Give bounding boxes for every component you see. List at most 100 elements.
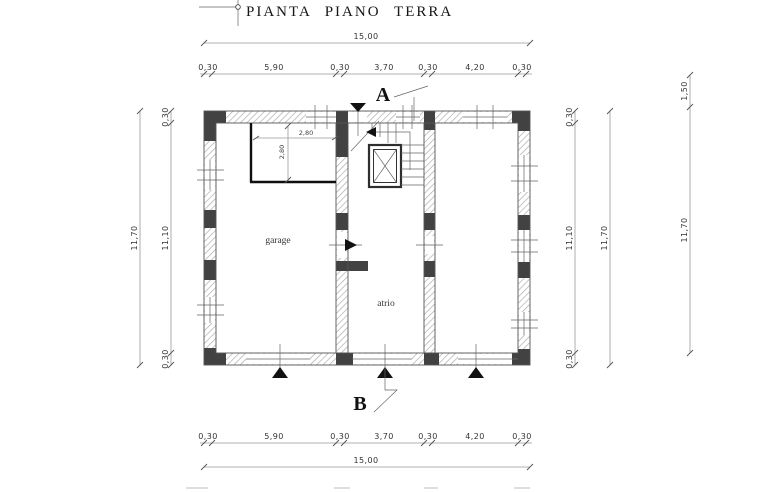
dim-label-left-seg-0: 0,30: [161, 107, 170, 126]
stair-break-line: [350, 120, 380, 152]
dim-label-far-right-total: 11,70: [680, 218, 689, 243]
dim-label-left-total: 11,70: [130, 226, 139, 251]
dim-label-right-total: 11,70: [600, 226, 609, 251]
wall-pillars: [204, 111, 530, 365]
partition1-outline: [335, 122, 349, 354]
dim-label-top-total: 15,00: [354, 32, 379, 41]
pillar-block: [424, 261, 435, 277]
dim-label-left-seg-2: 0,30: [161, 349, 170, 368]
dim-label-right-seg-1: 11,10: [565, 226, 574, 251]
pillar-block: [336, 213, 348, 230]
drawing-title: PIANTA PIANO TERRA: [246, 4, 453, 20]
ticks-left-inner: [167, 107, 175, 369]
dim-label-top-seg-2: 0,30: [330, 63, 349, 72]
dim-label-bottom-seg-0: 0,30: [198, 432, 217, 441]
elevator: [367, 143, 403, 189]
door-swing-arrow: [345, 239, 357, 251]
section-leader-B: [373, 368, 398, 413]
pillar-block: [336, 353, 353, 365]
pillar-block: [204, 260, 216, 280]
stair-direction-arrow: [366, 127, 376, 137]
dim-label-top-seg-0: 0,30: [198, 63, 217, 72]
dimension-left-outer: 11,70: [130, 107, 144, 369]
datum-circle: [235, 4, 241, 10]
dim-label-top-seg-3: 3,70: [374, 63, 393, 72]
section-letter-B: B: [353, 393, 366, 415]
pillar-block: [204, 210, 216, 228]
pillar-block: [204, 111, 226, 123]
ticks-right-inner: [571, 107, 579, 369]
ticks-bottom-segments: [200, 439, 530, 447]
datum-symbol: [199, 0, 239, 26]
elevator-shaft-inner: [373, 149, 397, 183]
dim-label-top-seg-5: 4,20: [465, 63, 484, 72]
stair-treads-upper-flight: [371, 123, 397, 143]
closet-depth-ticks: [284, 122, 292, 184]
dim-label-bottom-total: 15,00: [354, 456, 379, 465]
room-label-atrio: atrio: [377, 299, 395, 309]
closet-width-dim: 2,80: [299, 129, 313, 137]
dim-label-left-seg-1: 11,10: [161, 226, 170, 251]
dim-label-bottom-seg-1: 5,90: [264, 432, 283, 441]
entrance-arrow-bottom-1: [272, 367, 288, 378]
inner-wall-outline: [215, 122, 519, 354]
pillar-block: [424, 213, 435, 230]
stairs: [350, 120, 424, 186]
dimension-right-outer: 11,70: [600, 107, 614, 369]
dim-label-bottom-seg-6: 0,30: [512, 432, 531, 441]
pillar-block: [204, 123, 216, 141]
ticks-right-outer: [606, 107, 614, 369]
pillar-block: [424, 111, 435, 130]
room-label-garage: garage: [265, 236, 290, 246]
dim-label-top-seg-1: 5,90: [264, 63, 283, 72]
window-sill-ticks: [197, 105, 538, 329]
ticks-left-outer: [136, 107, 144, 369]
dimension-right-inner: 0,30 11,10 0,30: [565, 107, 579, 369]
wall-outlines: [203, 110, 531, 366]
dimension-top-total: 15,00: [200, 32, 534, 47]
entrance-gap-top: [348, 111, 367, 123]
pillar-block: [512, 353, 530, 365]
ticks-bottom-total: [200, 463, 534, 471]
dimension-top-segments: 0,30 5,90 0,30 3,70 0,30 4,20 0,30: [198, 63, 532, 78]
pillar-block: [518, 215, 530, 230]
pillar-block: [424, 353, 439, 365]
pillar-block: [512, 111, 530, 123]
ticks-far-right: [686, 71, 694, 357]
wall-openings: [204, 111, 530, 365]
dimension-bottom-segments: 0,30 5,90 0,30 3,70 0,30 4,20 0,30: [198, 432, 532, 447]
dim-label-bottom-seg-3: 3,70: [374, 432, 393, 441]
outer-wall-outline: [203, 110, 531, 366]
entrance-arrow-bottom-3: [468, 367, 484, 378]
pillar-block: [336, 261, 368, 271]
dim-label-far-right-upper: 1,50: [680, 81, 689, 100]
closet-wall-lines: [249, 123, 336, 184]
section-letter-A: A: [376, 84, 391, 106]
stair-walk-line: [374, 131, 411, 170]
dimension-far-right: 1,50 11,70: [680, 71, 694, 357]
walls: [204, 111, 530, 365]
dim-label-top-seg-6: 0,30: [512, 63, 531, 72]
dim-label-bottom-seg-4: 0,30: [418, 432, 437, 441]
pillar-block: [204, 353, 226, 365]
closet-depth-dim: 2,80: [278, 145, 286, 159]
section-marker-b: B: [353, 368, 398, 415]
pillar-block: [518, 262, 530, 278]
elevator-x-cross: [373, 149, 397, 183]
stair-treads-right-flight: [401, 144, 424, 186]
entrance-arrow-top: [350, 103, 366, 112]
closet-width-ticks: [252, 135, 339, 141]
partition2-outline: [423, 122, 436, 354]
dim-label-bottom-seg-5: 4,20: [465, 432, 484, 441]
closet: 2,80 2,80: [249, 122, 339, 184]
window-glass-lines: [209, 116, 525, 360]
ticks-top-segments: [200, 70, 530, 78]
ticks-top-total: [200, 39, 534, 47]
dim-label-right-seg-0: 0,30: [565, 107, 574, 126]
pillar-block: [518, 123, 530, 131]
section-marker-a: A: [376, 84, 429, 121]
window-details: [197, 105, 538, 360]
title-block: PIANTA PIANO TERRA: [199, 0, 453, 26]
